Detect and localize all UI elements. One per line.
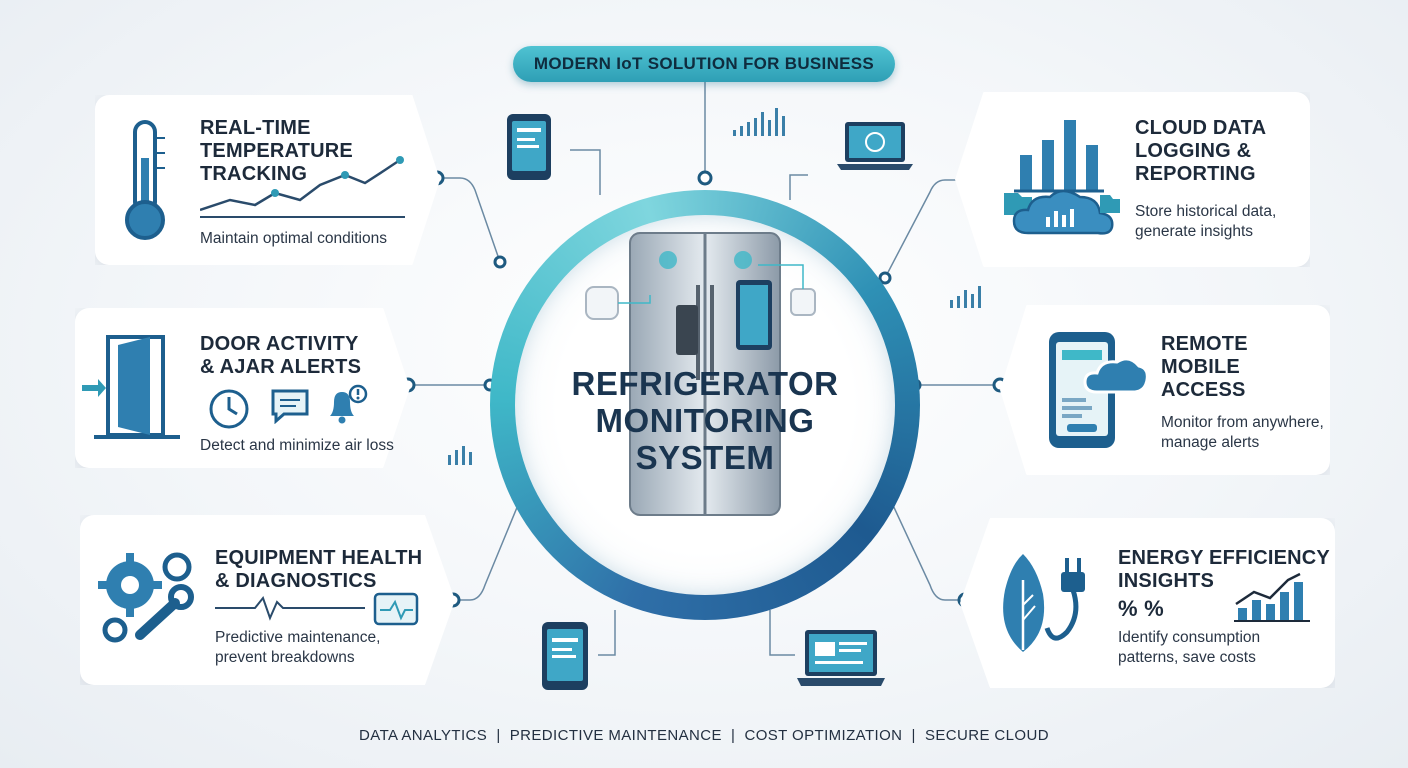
card-door-desc: Detect and minimize air loss bbox=[200, 437, 394, 454]
gears-wrench-icon bbox=[98, 552, 194, 643]
node-top bbox=[697, 170, 713, 186]
cloud-bar-chart-icon bbox=[1004, 120, 1120, 235]
laptop-bottom-icon bbox=[797, 630, 885, 686]
card-door-title: DOOR ACTIVITY & AJAR ALERTS bbox=[200, 333, 362, 378]
card-mobile-desc: Monitor from anywhere, manage alerts bbox=[1161, 414, 1324, 451]
clock-icon bbox=[209, 389, 249, 429]
rising-bar-chart-icon bbox=[1234, 572, 1310, 622]
thermometer-icon bbox=[125, 120, 165, 240]
footer-tagline: DATA ANALYTICS | PREDICTIVE MAINTENANCE … bbox=[359, 727, 1049, 744]
leaf-plug-icon bbox=[1003, 554, 1085, 652]
hub-title: REFRIGERATOR MONITORING SYSTEM bbox=[571, 365, 839, 476]
card-temperature-desc: Maintain optimal conditions bbox=[200, 230, 387, 247]
temperature-trend-chart-icon bbox=[200, 156, 405, 218]
smartphone-cloud-icon bbox=[1049, 332, 1149, 448]
card-equipment-desc: Predictive maintenance, prevent breakdow… bbox=[215, 629, 381, 666]
card-equipment-title: EQUIPMENT HEALTH & DIAGNOSTICS bbox=[215, 547, 423, 592]
card-temperature-title: REAL-TIME TEMPERATURE TRACKING bbox=[200, 117, 353, 185]
card-cloud-title: CLOUD DATA LOGGING & REPORTING bbox=[1135, 117, 1267, 185]
heartbeat-monitor-icon bbox=[215, 592, 419, 626]
tablet-bottom-icon bbox=[542, 622, 588, 690]
alert-bell-icon bbox=[330, 384, 368, 424]
solution-badge: MODERN IoT SOLUTION FOR BUSINESS bbox=[513, 46, 895, 82]
card-mobile-title: REMOTE MOBILE ACCESS bbox=[1161, 333, 1248, 401]
card-energy-title: ENERGY EFFICIENCY INSIGHTS bbox=[1118, 547, 1330, 592]
tablet-icon bbox=[507, 114, 551, 180]
energy-percent-label: % % bbox=[1118, 596, 1164, 621]
card-energy-desc: Identify consumption patterns, save cost… bbox=[1118, 629, 1261, 666]
card-cloud-desc: Store historical data, generate insights bbox=[1135, 203, 1277, 240]
message-icon bbox=[271, 389, 309, 424]
door-icon bbox=[82, 335, 180, 439]
card-cloud[interactable] bbox=[955, 92, 1310, 267]
laptop-icon bbox=[837, 122, 913, 170]
refrigerator-icon bbox=[585, 232, 816, 516]
